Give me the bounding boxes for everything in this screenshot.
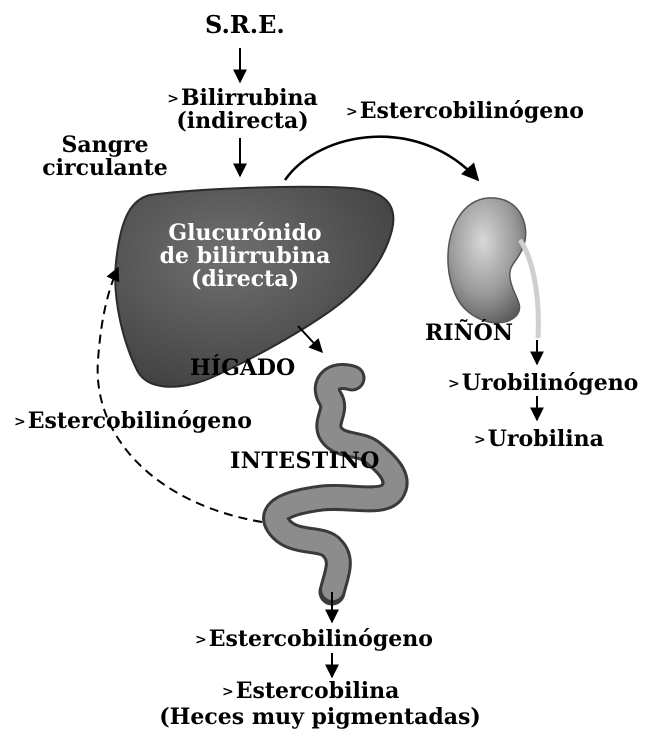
urobilina-text: Urobilina bbox=[488, 426, 604, 452]
label-bilirrubina-indirecta: >Bilirrubina (indirecta) bbox=[155, 87, 330, 133]
label-sangre-circulante: Sangre circulante bbox=[40, 134, 170, 180]
label-indirecta: (indirecta) bbox=[155, 110, 330, 133]
greater-than-mark: > bbox=[448, 376, 460, 392]
label-urobilinogeno: >Urobilinógeno bbox=[448, 372, 638, 395]
label-estercobilina: >Estercobilina bbox=[222, 680, 399, 703]
label-directa: (directa) bbox=[145, 268, 345, 291]
estercobilinogeno-bottom-text: Estercobilinógeno bbox=[209, 626, 433, 652]
label-urobilina: >Urobilina bbox=[474, 428, 604, 451]
greater-than-mark: > bbox=[222, 684, 234, 700]
label-intestino: INTESTINO bbox=[230, 450, 380, 473]
label-sre: S.R.E. bbox=[205, 12, 285, 37]
greater-than-mark: > bbox=[14, 414, 26, 430]
estercobilinogeno-left-text: Estercobilinógeno bbox=[28, 408, 252, 434]
ureter bbox=[520, 240, 538, 338]
greater-than-mark: > bbox=[167, 91, 179, 107]
greater-than-mark: > bbox=[346, 104, 358, 120]
label-bilirrubina: Bilirrubina bbox=[181, 85, 318, 111]
arrow-liver-to-kidney bbox=[285, 137, 478, 180]
kidney-shape bbox=[448, 198, 526, 323]
label-estercobilinogeno-top: >Estercobilinógeno bbox=[346, 100, 584, 123]
estercobilina-text: Estercobilina bbox=[236, 678, 400, 704]
intestine-shape bbox=[276, 376, 396, 592]
greater-than-mark: > bbox=[474, 432, 486, 448]
arrow-liver-to-intestine bbox=[298, 326, 322, 352]
label-sangre: Sangre bbox=[40, 134, 170, 157]
label-estercobilinogeno-left: >Estercobilinógeno bbox=[14, 410, 252, 433]
label-glucuronido-directa: Glucurónido de bilirrubina (directa) bbox=[145, 222, 345, 291]
urobilinogeno-text: Urobilinógeno bbox=[462, 370, 639, 396]
label-heces: (Heces muy pigmentadas) bbox=[140, 706, 500, 729]
label-circulante: circulante bbox=[40, 157, 170, 180]
label-glucuronido: Glucurónido bbox=[145, 222, 345, 245]
label-de-bilirrubina: de bilirrubina bbox=[145, 245, 345, 268]
label-estercobilinogeno-bottom: >Estercobilinógeno bbox=[195, 628, 433, 651]
greater-than-mark: > bbox=[195, 632, 207, 648]
label-rinon: RIÑÓN bbox=[425, 322, 513, 345]
estercobilinogeno-top-text: Estercobilinógeno bbox=[360, 98, 584, 124]
label-higado: HÍGADO bbox=[190, 357, 295, 380]
